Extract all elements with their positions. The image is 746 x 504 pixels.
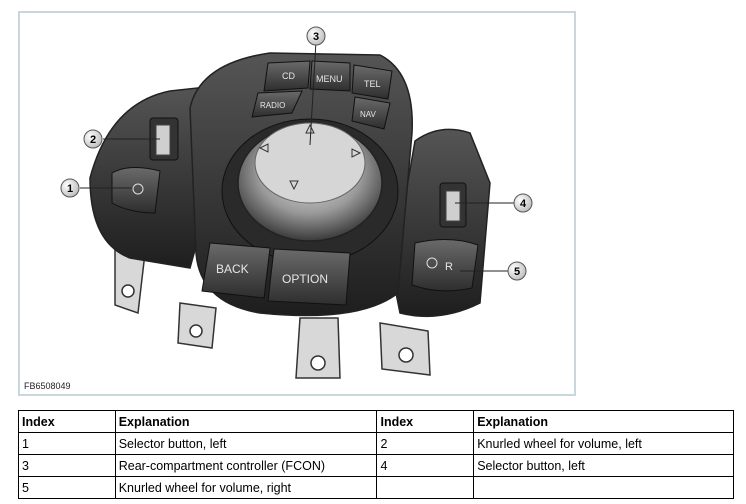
header-index-2: Index	[376, 410, 475, 433]
controller-illustration: R CD MENU TEL RADIO NAV	[60, 26, 533, 379]
header-explanation-2: Explanation	[473, 410, 734, 433]
svg-text:2: 2	[90, 134, 96, 146]
callout-4: 4	[513, 193, 533, 213]
header-explanation-1: Explanation	[114, 410, 378, 433]
right-selector-module: R	[391, 128, 491, 318]
cell-index: 5	[18, 476, 116, 499]
key-tel-label: TEL	[364, 79, 381, 89]
central-controller-body: CD MENU TEL RADIO NAV BACK OPTION	[189, 52, 413, 317]
figure-code: FB6508049	[24, 381, 71, 391]
svg-text:5: 5	[514, 266, 520, 278]
selector-right-label: R	[445, 261, 453, 273]
svg-text:1: 1	[67, 183, 73, 195]
table-row: 5 Knurled wheel for volume, right	[18, 476, 734, 499]
cell-index	[376, 476, 475, 499]
cell-explanation: Knurled wheel for volume, right	[114, 476, 378, 499]
key-menu-label: MENU	[316, 74, 343, 84]
cell-explanation: Rear-compartment controller (FCON)	[114, 454, 378, 477]
mounting-tab-left	[114, 241, 146, 315]
callout-2: 2	[83, 129, 103, 149]
cell-index: 3	[18, 454, 116, 477]
cell-explanation: Knurled wheel for volume, left	[473, 432, 734, 455]
key-back-label: BACK	[216, 262, 249, 276]
cell-explanation	[473, 476, 734, 499]
callout-5: 5	[507, 261, 527, 281]
cell-index: 2	[376, 432, 475, 455]
cell-index: 1	[18, 432, 116, 455]
callout-leaders	[80, 40, 514, 272]
key-nav-label: NAV	[360, 110, 377, 119]
cell-explanation: Selector button, left	[114, 432, 378, 455]
figure-frame: R CD MENU TEL RADIO NAV	[18, 11, 576, 396]
key-option-label: OPTION	[282, 272, 328, 286]
key-cd-label: CD	[282, 71, 295, 81]
key-radio-label: RADIO	[260, 101, 285, 110]
table-row: 3 Rear-compartment controller (FCON) 4 S…	[18, 454, 734, 477]
table-row: 1 Selector button, left 2 Knurled wheel …	[18, 432, 734, 455]
svg-text:3: 3	[313, 31, 319, 43]
cell-index: 4	[376, 454, 475, 477]
callout-3: 3	[306, 26, 326, 46]
legend-table: Index Explanation Index Explanation 1 Se…	[18, 410, 734, 499]
cell-explanation: Selector button, left	[473, 454, 734, 477]
mounting-tab-center-left	[177, 302, 217, 349]
mounting-tab-right	[379, 322, 431, 376]
svg-text:4: 4	[520, 198, 527, 210]
legend-header-row: Index Explanation Index Explanation	[18, 410, 734, 433]
header-index-1: Index	[18, 410, 116, 433]
mounting-tab-center	[295, 317, 341, 379]
callout-1: 1	[60, 178, 80, 198]
